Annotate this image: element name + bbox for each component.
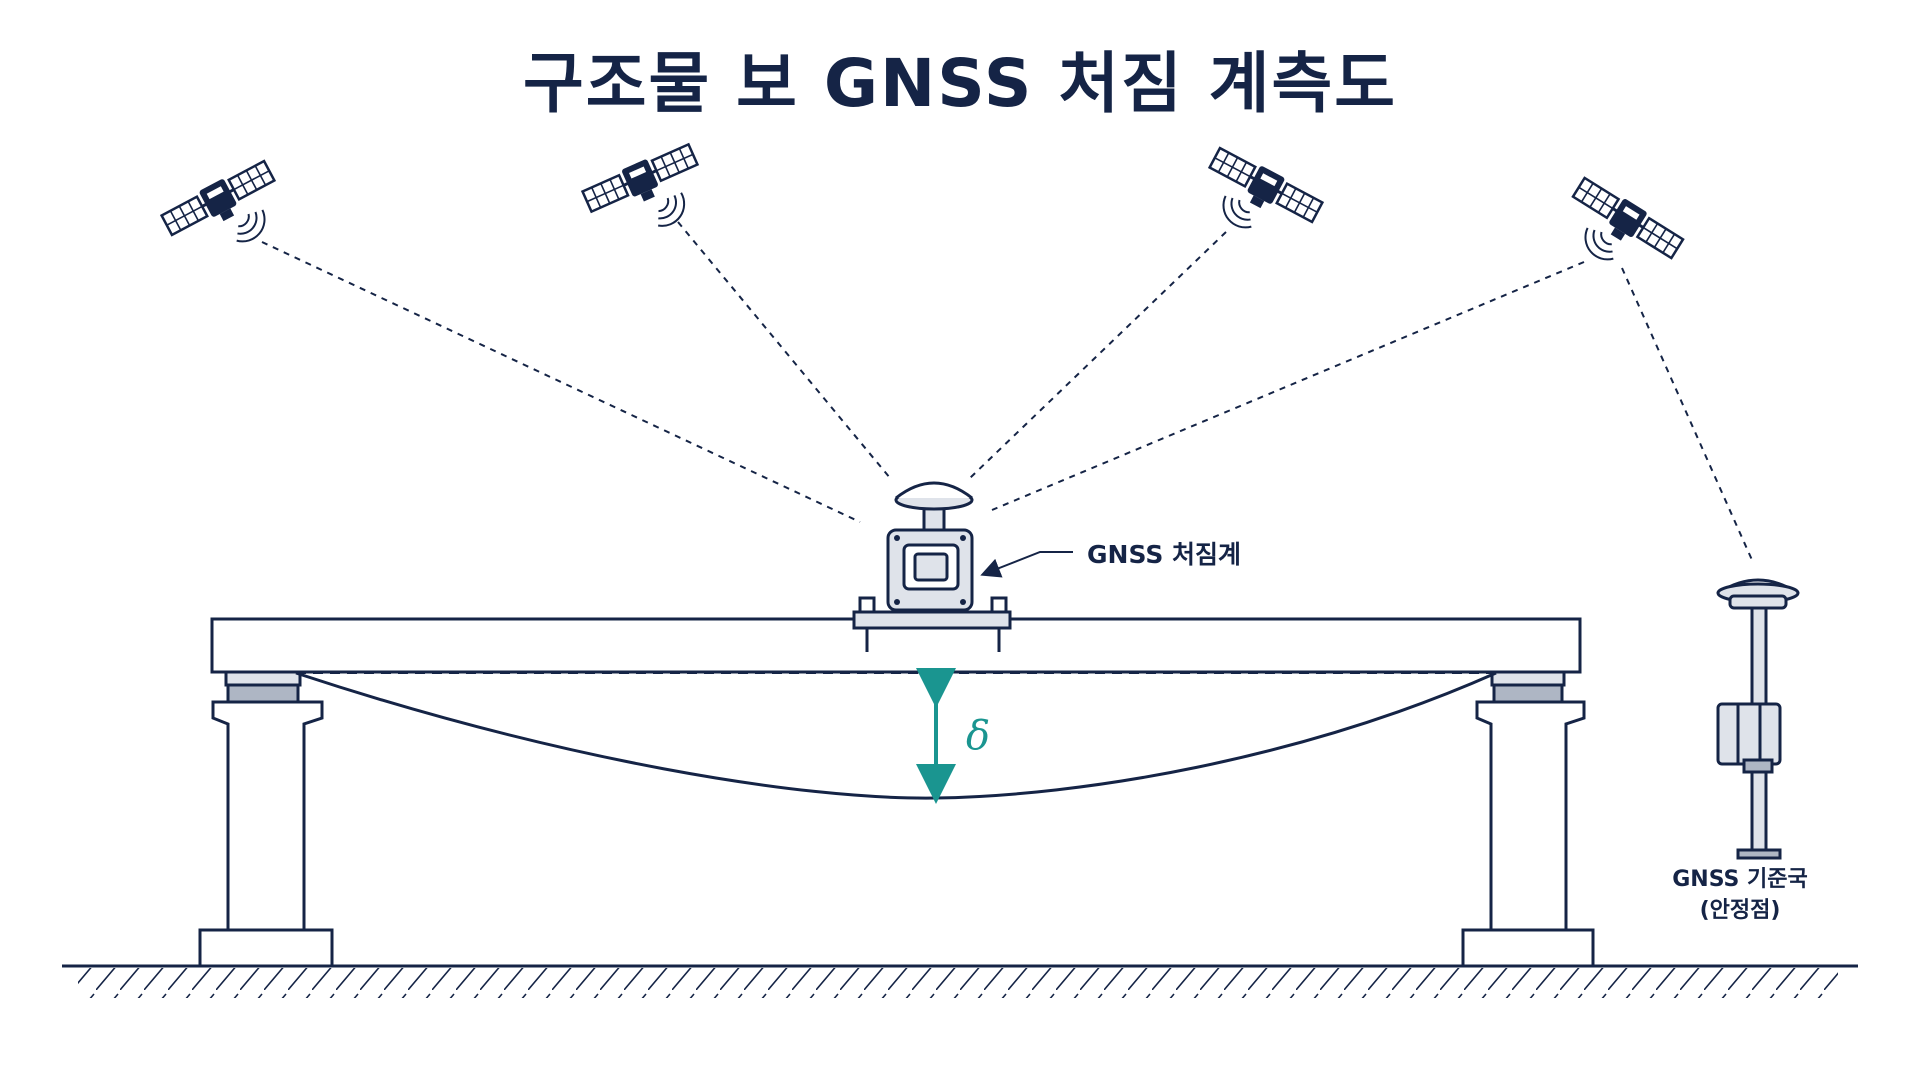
satellite-icon [1571, 176, 1685, 260]
left-pier [198, 670, 334, 968]
deflection-symbol: δ [966, 713, 991, 759]
gnss-base-station [1716, 578, 1800, 860]
base-station-label: GNSS 기준국 [1672, 867, 1808, 892]
signal-waves-icon [1222, 195, 1252, 229]
signal-waves-icon [236, 209, 266, 243]
diagram-title: 구조물 보 GNSS 처짐 계측도 [523, 45, 1397, 122]
signal-waves-icon [1584, 227, 1614, 261]
satellite-icon [1207, 146, 1325, 224]
gnss-antenna-icon [1716, 578, 1800, 610]
gnss-rover-sensor [852, 481, 1012, 652]
rover-label: GNSS 처짐계 [1087, 540, 1242, 569]
rover-leader [980, 551, 1073, 578]
gnss-antenna-icon [894, 481, 974, 532]
base-station-sublabel: (안정점) [1699, 898, 1781, 923]
signal-waves-icon [657, 192, 686, 227]
deflected-shape-curve [295, 671, 1497, 800]
satellite-icon [580, 142, 700, 214]
right-pier [1461, 670, 1595, 968]
satellites [159, 142, 1685, 261]
ground [62, 964, 1858, 998]
satellite-icon [159, 159, 277, 237]
signal-lines [261, 221, 1753, 561]
